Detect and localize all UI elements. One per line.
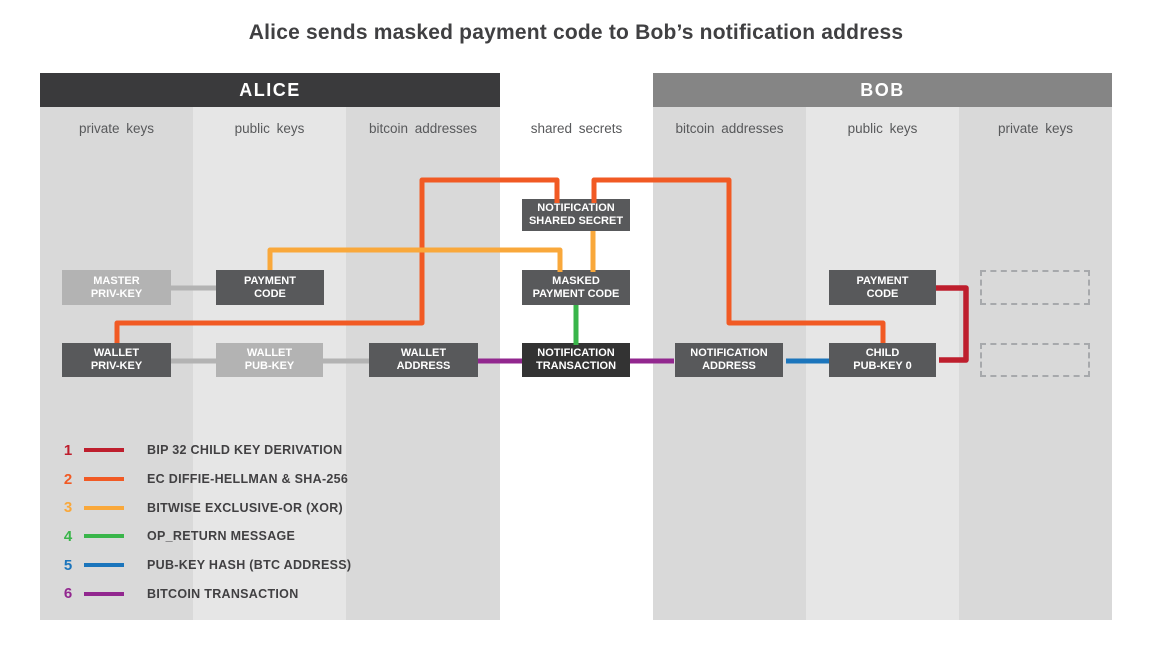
legend-label: BITWISE EXCLUSIVE-OR (XOR) xyxy=(147,500,344,515)
node-alice-payment-code: PAYMENT CODE xyxy=(216,270,324,305)
node-master-priv-key: MASTER PRIV-KEY xyxy=(62,270,171,305)
column-label: bitcoin addresses xyxy=(675,121,784,136)
legend-label: OP_RETURN MESSAGE xyxy=(147,529,296,544)
legend-arrow-icon xyxy=(84,563,124,568)
node-notification-shared-secret: NOTIFICATION SHARED SECRET xyxy=(522,199,630,231)
legend-number: 5 xyxy=(63,556,73,574)
page-title: Alice sends masked payment code to Bob’s… xyxy=(248,21,904,44)
bob-panel-header: BOB xyxy=(653,73,1112,107)
legend-number: 6 xyxy=(63,585,73,603)
legend-arrow-icon xyxy=(84,534,124,539)
legend-item: 6 BITCOIN TRANSACTION xyxy=(60,579,351,608)
column-label: public keys xyxy=(234,121,305,136)
node-placeholder-dashed-top xyxy=(980,270,1090,305)
node-masked-payment-code: MASKED PAYMENT CODE xyxy=(522,270,630,305)
node-bob-payment-code: PAYMENT CODE xyxy=(829,270,936,305)
column-label: private keys xyxy=(997,121,1074,136)
legend: 1 BIP 32 CHILD KEY DERIVATION 2 EC DIFFI… xyxy=(60,436,351,608)
legend-arrow-icon xyxy=(84,505,124,510)
legend-label: EC DIFFIE-HELLMAN & SHA-256 xyxy=(147,472,349,487)
legend-item: 4 OP_RETURN MESSAGE xyxy=(60,522,351,551)
alice-panel-header: ALICE xyxy=(40,73,500,107)
legend-number: 3 xyxy=(63,499,73,517)
node-wallet-pub-key: WALLET PUB-KEY xyxy=(216,343,323,377)
column-label: bitcoin addresses xyxy=(368,121,478,136)
legend-arrow-icon xyxy=(84,591,124,596)
legend-item: 3 BITWISE EXCLUSIVE-OR (XOR) xyxy=(60,493,351,522)
bob-column-private-keys: private keys xyxy=(959,107,1112,620)
legend-number: 2 xyxy=(63,470,73,488)
legend-number: 1 xyxy=(63,441,73,459)
node-notification-transaction: NOTIFICATION TRANSACTION xyxy=(522,343,630,377)
node-wallet-priv-key: WALLET PRIV-KEY xyxy=(62,343,171,377)
node-notification-address: NOTIFICATION ADDRESS xyxy=(675,343,783,377)
legend-number: 4 xyxy=(63,527,73,545)
legend-arrow-icon xyxy=(84,448,124,453)
legend-label: BIP 32 CHILD KEY DERIVATION xyxy=(147,443,343,458)
column-label: public keys xyxy=(847,121,918,136)
node-placeholder-dashed-bottom xyxy=(980,343,1090,377)
legend-label: BITCOIN TRANSACTION xyxy=(147,586,299,601)
node-child-pub-key-0: CHILD PUB-KEY 0 xyxy=(829,343,936,377)
column-label-shared-secrets: shared secrets xyxy=(530,121,623,136)
node-wallet-address: WALLET ADDRESS xyxy=(369,343,478,377)
legend-arrow-icon xyxy=(84,477,124,482)
legend-item: 1 BIP 32 CHILD KEY DERIVATION xyxy=(60,436,351,465)
legend-label: PUB-KEY HASH (BTC ADDRESS) xyxy=(147,558,352,573)
legend-item: 5 PUB-KEY HASH (BTC ADDRESS) xyxy=(60,551,351,580)
legend-item: 2 EC DIFFIE-HELLMAN & SHA-256 xyxy=(60,465,351,494)
column-label: private keys xyxy=(78,121,155,136)
